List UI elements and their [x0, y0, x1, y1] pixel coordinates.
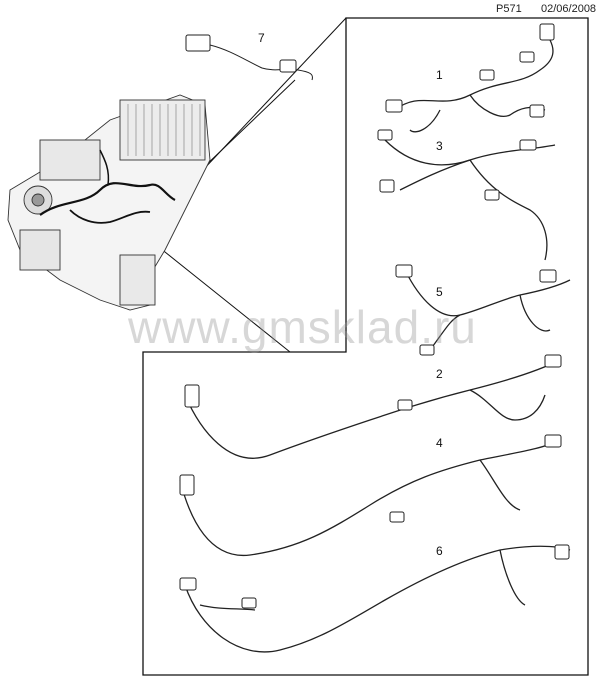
detail-frame	[142, 17, 589, 676]
harness-4	[179, 439, 561, 556]
diagram-date: 02/06/2008	[541, 3, 597, 15]
harness-2	[184, 359, 561, 459]
harness-3	[384, 139, 556, 261]
callout-6: 6	[436, 544, 443, 558]
diagram-code: P571	[496, 3, 522, 15]
connectors	[179, 23, 570, 609]
callout-7: 7	[258, 31, 265, 45]
part7-harness	[185, 34, 313, 81]
harness-6	[184, 545, 571, 653]
hvac-unit	[7, 94, 211, 311]
unit-harness	[39, 182, 176, 216]
callout-5: 5	[436, 285, 443, 299]
callout-4: 4	[436, 436, 443, 450]
callout-2: 2	[436, 367, 443, 381]
callout-3: 3	[436, 139, 443, 153]
leader-line-lower	[149, 239, 291, 353]
callout-1: 1	[436, 68, 443, 82]
watermark: www.gmsklad.ru	[128, 301, 477, 353]
